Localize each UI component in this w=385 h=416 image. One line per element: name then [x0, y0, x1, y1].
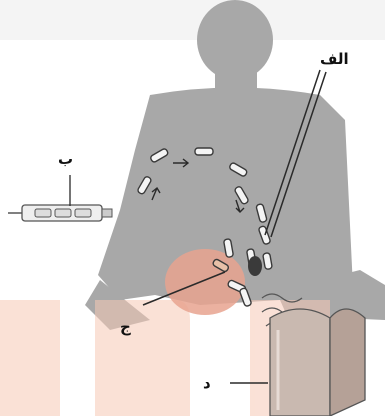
label-c: ج: [120, 318, 131, 336]
syringe-capsule: [55, 209, 71, 217]
syringe-capsule: [35, 209, 51, 217]
syringe-capsule: [75, 209, 91, 217]
tube-side: [330, 309, 365, 416]
label-d: د: [203, 374, 211, 392]
label-a: الف: [320, 50, 349, 68]
tubular-device: [270, 309, 365, 416]
overlay-left: [0, 300, 60, 416]
capsule: [195, 148, 213, 155]
syringe-plunger: [102, 209, 112, 217]
opened-capsule: [248, 256, 262, 276]
syringe-icon: [8, 175, 112, 221]
label-b: ب: [58, 150, 73, 168]
overlay-mid: [95, 300, 190, 416]
background-band: [0, 0, 385, 40]
